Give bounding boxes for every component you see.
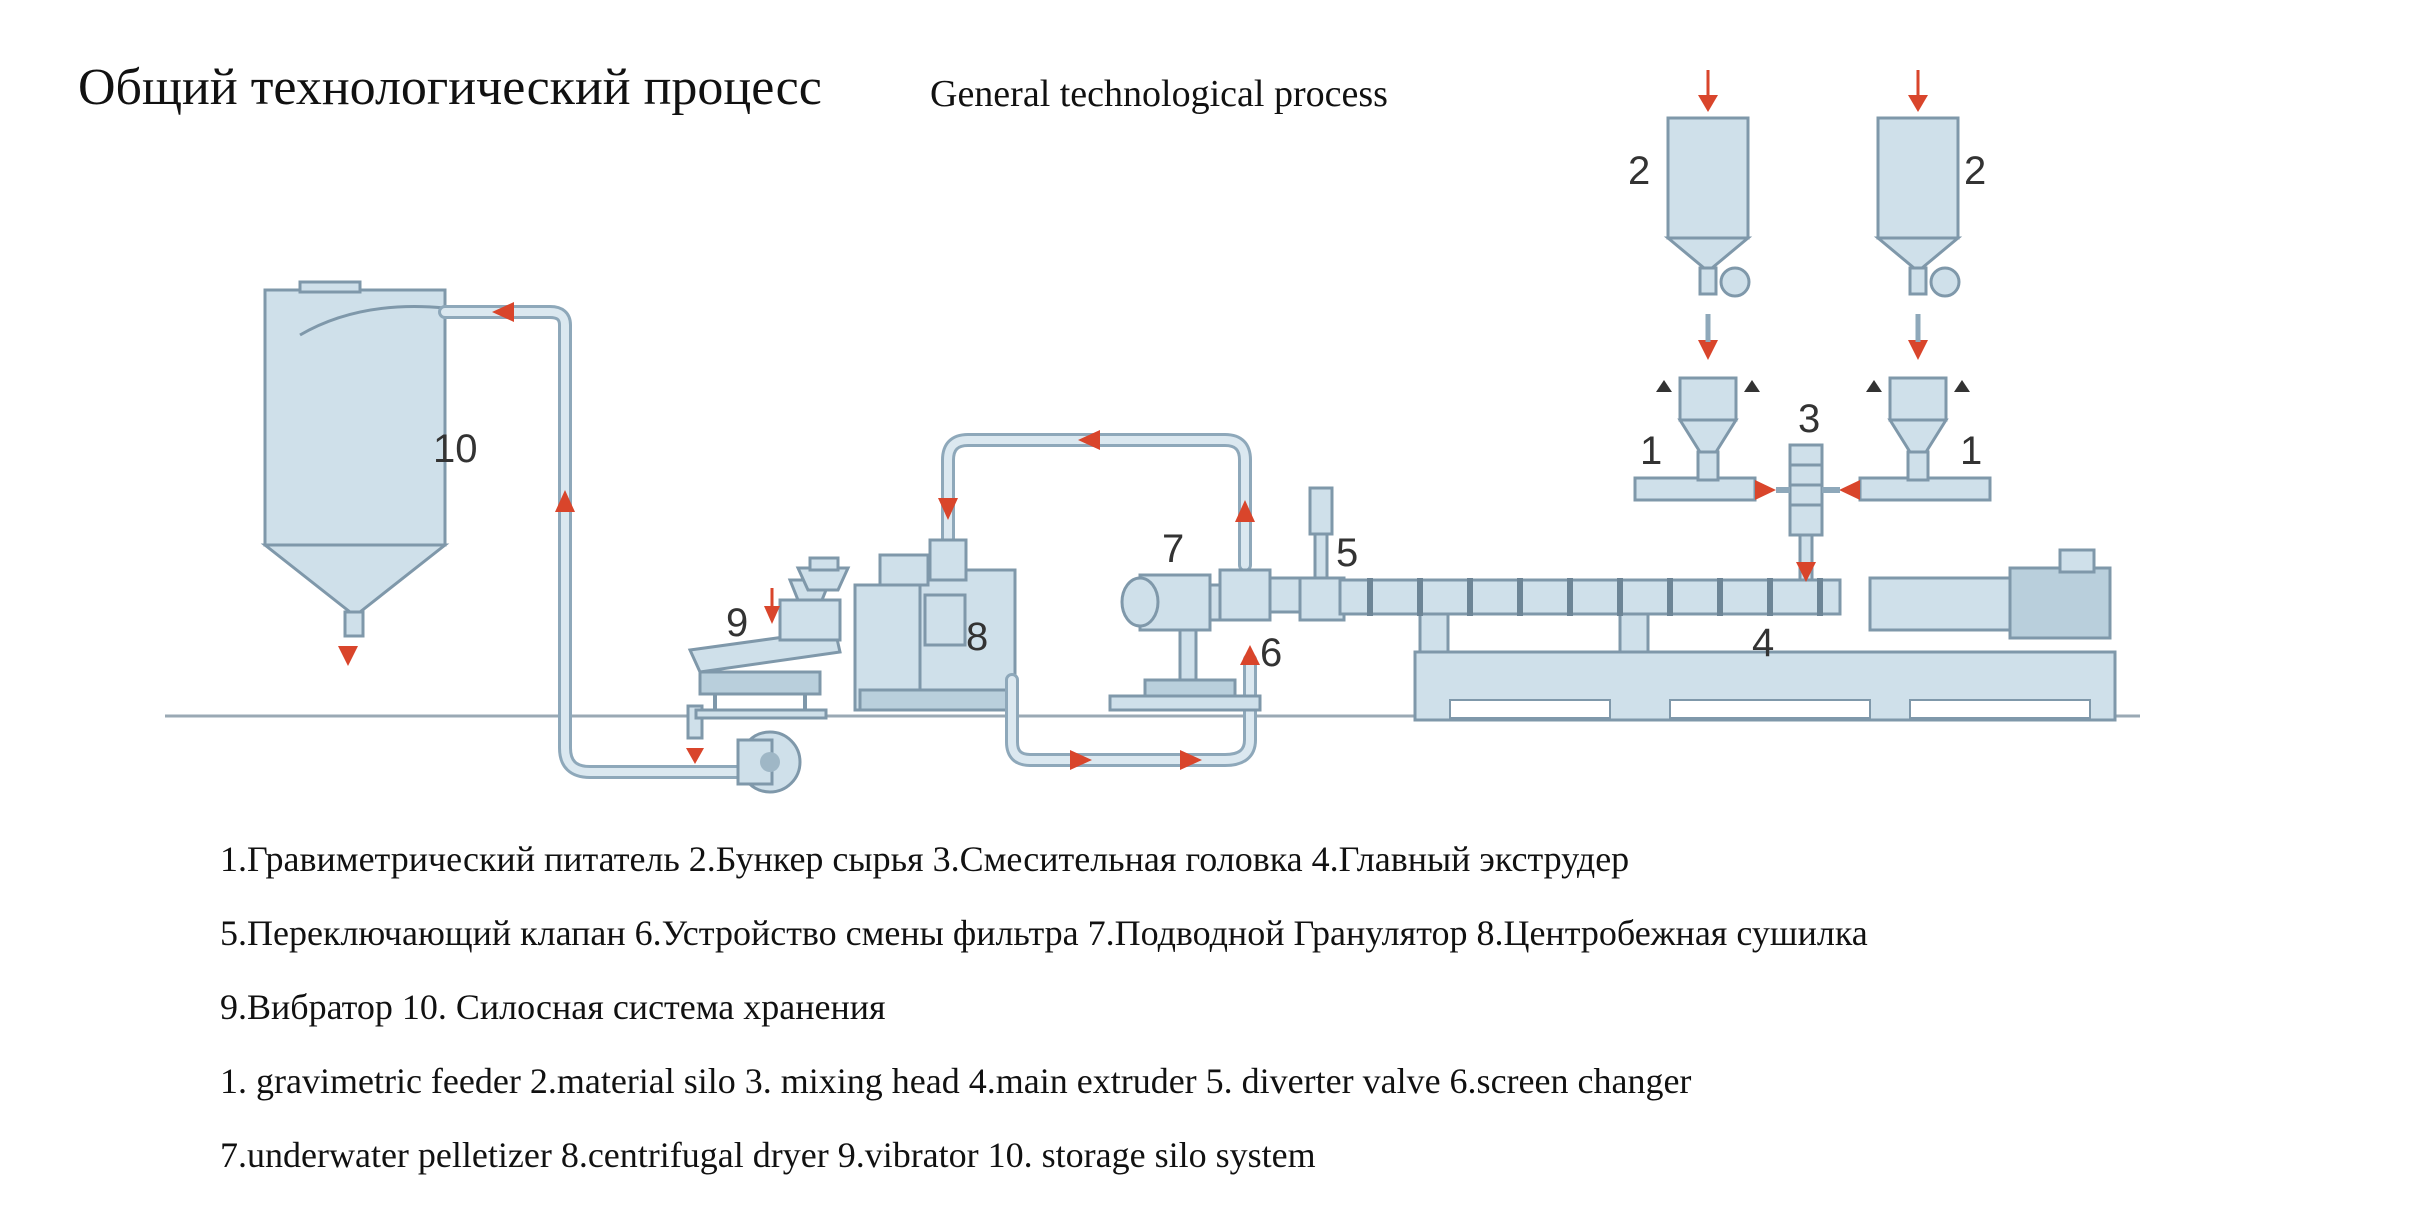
underwater-pelletizer xyxy=(1108,573,1262,712)
process-diagram: 10 9 8 7 6 5 4 3 2 2 1 1 xyxy=(165,70,2140,794)
label-2-left: 2 xyxy=(1628,149,1650,193)
conveying-arrow-left xyxy=(492,302,514,322)
label-2-right: 2 xyxy=(1964,149,1986,193)
diverter-valve xyxy=(1218,568,1312,622)
valve-arrow xyxy=(686,748,704,764)
page-title: Общий технологический процесс xyxy=(78,59,822,116)
storage-silo xyxy=(260,280,450,666)
label-6: 6 xyxy=(1260,631,1282,675)
material-silo-right xyxy=(1873,70,1963,298)
feeder-left-arrow xyxy=(1755,480,1776,500)
vibrator xyxy=(687,578,842,720)
legend-line-4: 1. gravimetric feeder 2.material silo 3.… xyxy=(220,1061,1692,1101)
label-9: 9 xyxy=(726,601,748,645)
mixing-head-arrow xyxy=(1796,562,1816,582)
loop-arrow-left xyxy=(1078,430,1100,450)
conveying-arrow-up xyxy=(555,490,575,512)
silo-left-down-arrow xyxy=(1698,340,1718,360)
return-arrow-2 xyxy=(1180,750,1202,770)
label-1-left: 1 xyxy=(1640,429,1662,473)
label-10: 10 xyxy=(433,427,478,471)
return-arrow-1 xyxy=(1070,750,1092,770)
centrifugal-dryer xyxy=(795,553,1017,712)
label-1-right: 1 xyxy=(1960,429,1982,473)
loop-arrow-down xyxy=(938,498,958,520)
legend-line-2: 5.Переключающий клапан 6.Устройство смен… xyxy=(220,913,1868,953)
label-3: 3 xyxy=(1798,397,1820,441)
legend-line-5: 7.underwater pelletizer 8.centrifugal dr… xyxy=(220,1135,1316,1175)
silo-right-down-arrow xyxy=(1908,340,1928,360)
feeder-right-arrow xyxy=(1839,480,1860,500)
label-7: 7 xyxy=(1162,527,1184,571)
screen-changer xyxy=(1298,486,1346,622)
gravimetric-feeder-right xyxy=(1858,376,1992,502)
legend-line-1: 1.Гравиметрический питатель 2.Бункер сыр… xyxy=(220,839,1630,879)
blower xyxy=(736,730,802,794)
legend-line-3: 9.Вибратор 10. Силосная система хранения xyxy=(220,987,886,1027)
vibrator-in-arrow xyxy=(764,606,780,624)
silo-outlet-arrow xyxy=(338,646,358,666)
mixing-head xyxy=(1788,443,1824,582)
material-silo-left xyxy=(1663,70,1753,298)
water-loop-pipe xyxy=(941,433,1252,572)
label-5: 5 xyxy=(1336,531,1358,575)
loop-arrow-up xyxy=(1235,500,1255,522)
conveying-pipe xyxy=(438,305,752,779)
label-8: 8 xyxy=(966,615,988,659)
label-4: 4 xyxy=(1752,621,1774,665)
main-extruder xyxy=(1338,548,2117,722)
return-arrow-up xyxy=(1240,645,1260,665)
page-subtitle: General technological process xyxy=(930,73,1388,115)
